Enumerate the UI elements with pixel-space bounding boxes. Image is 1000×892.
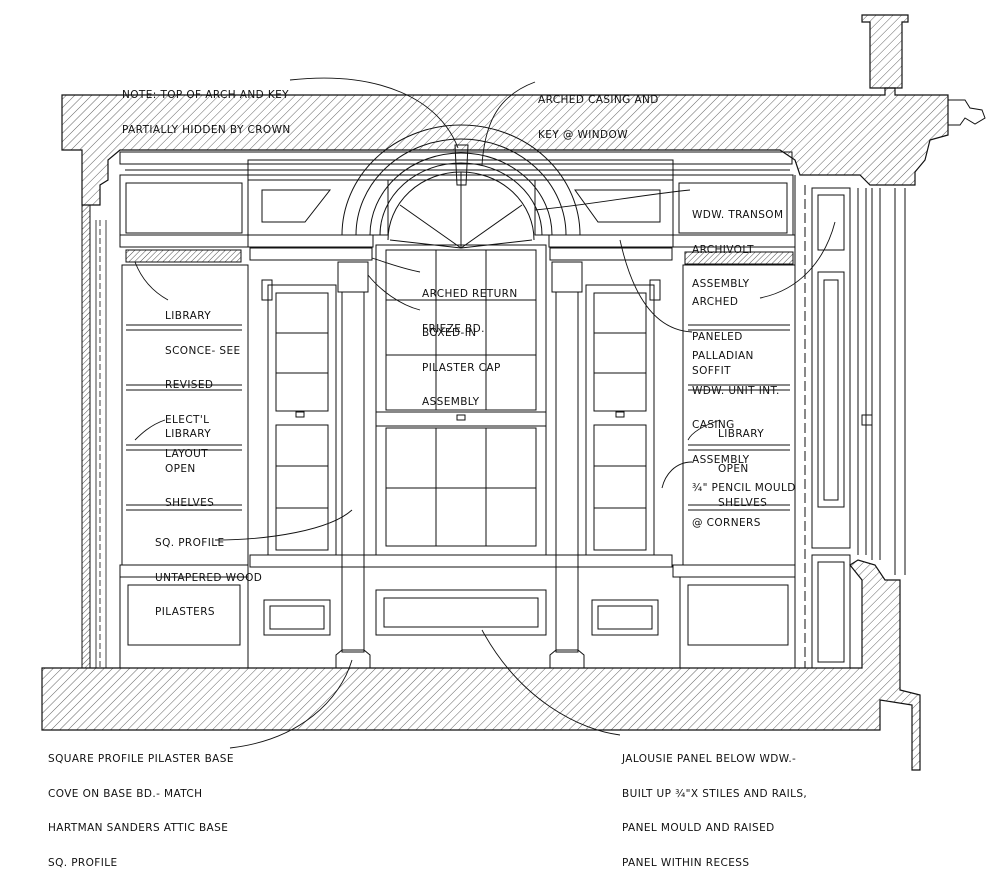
drawing-sheet: NOTE: TOP OF ARCH AND KEY PARTIALLY HIDD…	[41, 14, 986, 868]
leader-pilaster-cap	[367, 274, 421, 311]
pencil-mould-annotation: ¾" PENCIL MOULD @ CORNERS	[692, 482, 796, 529]
elevation-drawing	[41, 14, 986, 771]
left-bookcase	[119, 174, 249, 669]
palladian-annotation: PALLADIAN WDW. UNIT INT. CASING ASSEMBLY	[692, 350, 780, 466]
soffit-annotation: ARCHED PANELED SOFFIT	[692, 296, 743, 377]
palladian-window	[247, 124, 674, 636]
right-bookcase	[672, 174, 796, 669]
leader-pilaster-base	[229, 659, 353, 749]
side-windows	[263, 284, 659, 636]
left-wall-section	[81, 204, 107, 669]
leader-arched-return	[371, 257, 421, 273]
leader-palladian	[619, 239, 693, 333]
transom-annotation: WDW. TRANSOM ARCHIVOLT ASSEMBLY	[692, 209, 784, 290]
sconce-annotation: LIBRARY SCONCE- SEE REVISED ELECT'L LAYO…	[165, 310, 241, 460]
leader-pencil-mould	[661, 461, 693, 489]
arched-casing-annotation: ARCHED CASING AND KEY @ WINDOW	[538, 94, 659, 141]
shelves-left-annotation: LIBRARY OPEN SHELVES	[165, 428, 215, 509]
pilasters	[261, 261, 661, 669]
leader-shelves-right	[687, 419, 721, 441]
sq-profile-annotation: SQ. PROFILE UNTAPERED WOOD PILASTERS	[155, 537, 263, 618]
ceiling-section	[61, 87, 949, 206]
right-return-wall	[794, 175, 906, 669]
shelves-right-annotation: LIBRARY OPEN SHELVES	[718, 428, 768, 509]
jalousie-annotation: JALOUSIE PANEL BELOW WDW.- BUILT UP ¾"X …	[622, 753, 808, 869]
leader-arched-casing	[481, 81, 536, 166]
parapet-section	[861, 14, 986, 126]
leader-jalousie	[481, 629, 621, 736]
leader-sconce	[134, 261, 169, 301]
floor-section	[41, 559, 921, 771]
pilaster-cap-annotation: BOXED-IN PILASTER CAP ASSEMBLY	[422, 327, 501, 408]
note-arch-annotation: NOTE: TOP OF ARCH AND KEY PARTIALLY HIDD…	[122, 89, 291, 136]
arched-return-annotation: ARCHED RETURN FRIEZE BD.	[422, 288, 518, 335]
leader-sq-profile	[214, 509, 353, 541]
leader-lines	[134, 77, 836, 749]
leader-transom	[534, 189, 691, 211]
pilaster-base-annotation: SQUARE PROFILE PILASTER BASE COVE ON BAS…	[48, 753, 234, 869]
leader-soffit	[759, 221, 836, 299]
leader-shelves-left	[134, 419, 166, 441]
leader-note-arch	[289, 77, 459, 149]
